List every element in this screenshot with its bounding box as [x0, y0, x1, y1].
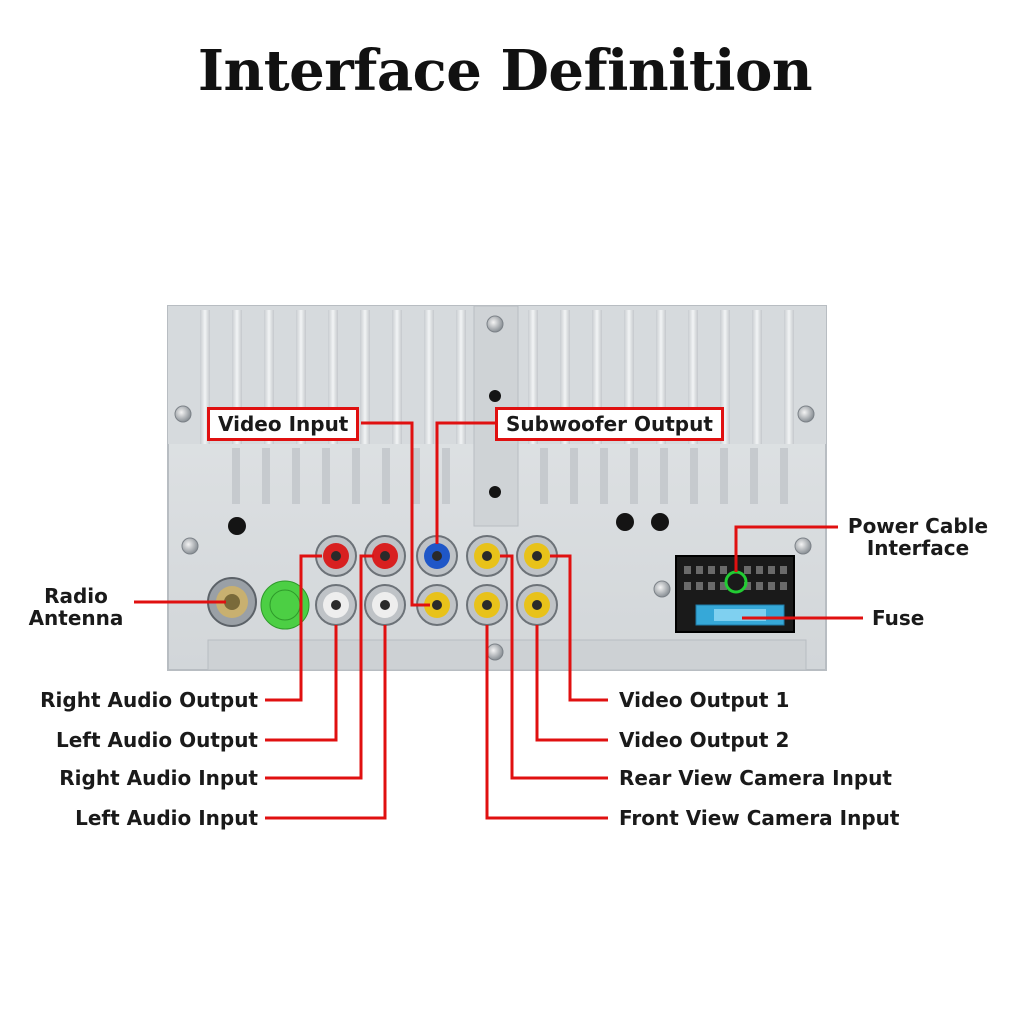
leader-video-output-1 [550, 554, 608, 702]
rca-subwoofer-output [416, 535, 458, 577]
leader-video-output-2 [535, 625, 608, 742]
screws [174, 315, 815, 661]
right-audio-input-label: Right Audio Input [59, 766, 258, 790]
rca-right-audio-input [364, 535, 406, 577]
power-cable-label-line2: Interface [866, 536, 970, 560]
rca-video-output-2 [516, 584, 558, 626]
fuse-label: Fuse [872, 606, 925, 630]
heatsink-fins [200, 310, 794, 444]
video-output-1-label: Video Output 1 [619, 688, 790, 712]
leader-right-audio-input [265, 554, 374, 780]
leader-power-cable-interface [734, 525, 838, 572]
leader-subwoofer-output [435, 421, 498, 544]
leader-right-audio-output [265, 554, 322, 702]
rca-front-view-camera-input [466, 584, 508, 626]
radio-antenna-label-line2: Antenna [28, 606, 124, 630]
leader-left-audio-input [265, 625, 387, 820]
rear-view-camera-input-label: Rear View Camera Input [619, 766, 892, 790]
leader-lines [134, 421, 863, 820]
antenna-socket [207, 577, 257, 627]
lower-slots [232, 448, 788, 504]
leader-video-input [361, 421, 430, 607]
right-audio-output-label: Right Audio Output [40, 688, 258, 712]
left-audio-output-label: Left Audio Output [55, 728, 258, 752]
video-output-2-label: Video Output 2 [619, 728, 790, 752]
rca-video-input [416, 584, 458, 626]
passed-sticker [260, 580, 310, 630]
leader-front-view-camera-input [485, 625, 608, 820]
fuse [695, 604, 785, 626]
subwoofer-output-label: Subwoofer Output [495, 407, 724, 441]
rca-connectors [315, 535, 558, 626]
left-audio-input-label: Left Audio Input [75, 806, 258, 830]
power-cable-label-line1: Power Cable [847, 514, 989, 538]
front-view-camera-input-label: Front View Camera Input [619, 806, 900, 830]
video-input-label: Video Input [207, 407, 360, 441]
radio-antenna-label-line1: Radio [44, 584, 108, 608]
rca-left-audio-output [315, 584, 357, 626]
leader-left-audio-output [265, 625, 338, 742]
page-title: Interface Definition [197, 38, 813, 104]
rca-left-audio-input [364, 584, 406, 626]
radio-antenna-label: Radio Antenna [20, 585, 132, 629]
leader-rear-view-camera-input [500, 554, 608, 780]
power-cable-interface-label: Power Cable Interface [838, 515, 998, 559]
